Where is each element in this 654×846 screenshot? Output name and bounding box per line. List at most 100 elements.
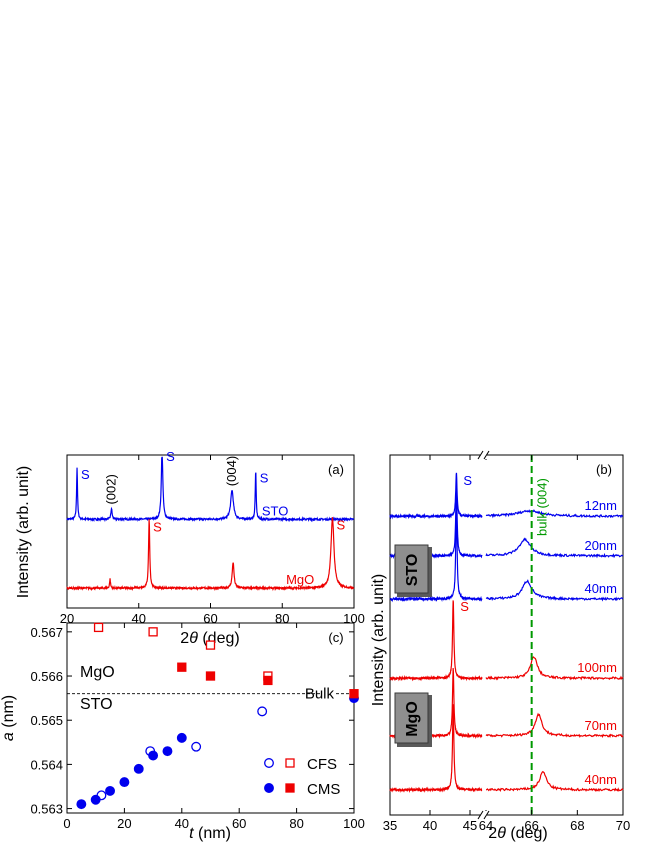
mgo-label: MgO xyxy=(404,701,421,737)
panel-b-xtick-label-0-0: 35 xyxy=(383,818,397,833)
panel-b-frame xyxy=(389,454,624,816)
panel-c-point-cms-sto-2 xyxy=(105,785,116,796)
panel-b-series-label-0: 12nm xyxy=(584,498,617,513)
panel-c-point-cfs-mgo-0 xyxy=(93,622,104,633)
panel-a-annotation-6: S xyxy=(336,518,345,533)
panel-a-xtick-label-4: 100 xyxy=(343,611,365,626)
legend-marker-circle-1 xyxy=(264,783,274,793)
panel-c-point-cms-sto-4 xyxy=(133,763,144,774)
axis-break-mark-b-1 xyxy=(483,810,490,820)
panel-b-xtick-label-0-1: 40 xyxy=(423,818,437,833)
mgo-label-bg xyxy=(394,692,429,744)
panel-a-annotation-4: S xyxy=(260,470,269,485)
panel-b-xtick-label-1-3: 70 xyxy=(616,818,630,833)
panel-b-series-label-2: 40nm xyxy=(584,581,617,596)
bulk-004-label: bulk (004) xyxy=(535,478,550,536)
axis-break-mark-b-0 xyxy=(483,450,490,460)
panel-a-xtick-label-1: 40 xyxy=(132,611,146,626)
axis-break-mark-a-1 xyxy=(477,810,484,820)
legend-marker-square-1 xyxy=(285,783,295,793)
legend-marker-square-0 xyxy=(285,758,295,768)
panel-c-xlabel-unit: (nm) xyxy=(194,825,231,842)
panel-c-point-cms-mgo-1 xyxy=(205,671,216,681)
panel-b-ylabel: Intensity (arb. unit) xyxy=(370,574,387,707)
panel-c-point-cms-sto-3 xyxy=(119,777,130,788)
panel-b-xlabel-prefix: 2 xyxy=(488,825,497,842)
mgo-label-box: MgO xyxy=(394,692,432,747)
panel-c-xlabel: t (nm) xyxy=(189,825,231,842)
panel-c-point-cfs-mgo-1 xyxy=(148,627,158,637)
panel-a-xlabel-theta: θ xyxy=(189,630,198,647)
panel-b-xtick-label-0-2: 45 xyxy=(463,818,477,833)
panel-c-legend: CFS CMS xyxy=(264,756,340,798)
panel-c-point-cfs-sto-3 xyxy=(257,706,268,717)
panel-b-xlabel-suffix: (deg) xyxy=(506,825,548,842)
panel-a-series-mgo xyxy=(66,517,355,592)
panel-b-xtick-label-1-0: 64 xyxy=(479,818,493,833)
panel-b-series-label-5: 40nm xyxy=(584,772,617,787)
panel-a-xtick-label-2: 60 xyxy=(203,611,217,626)
panel-c-ylabel: a (nm) xyxy=(0,695,17,741)
panel-a-xtick-label-0: 20 xyxy=(60,611,74,626)
panel-c-point-cms-sto-7 xyxy=(176,732,187,743)
panel-b-xtick-label-1-2: 68 xyxy=(570,818,584,833)
panel-a-annotation-5: S xyxy=(153,519,162,534)
panel-a-series-sto xyxy=(66,456,355,523)
panel-c-ylabel-unit: (nm) xyxy=(0,695,17,732)
legend-marker-circle-0 xyxy=(264,758,274,768)
panel-c-point-cms-sto-0 xyxy=(76,799,87,810)
panel-c-ytick-label-3: 0.566 xyxy=(30,669,63,684)
legend-label-cms: CMS xyxy=(307,781,340,798)
legend-label-cfs: CFS xyxy=(307,756,337,773)
panel-b-axis-breaks xyxy=(477,450,490,820)
panel-a-ylabel: Intensity (arb. unit) xyxy=(15,466,32,599)
panel-c-points xyxy=(76,622,359,810)
panel-c-xtick-label-2: 40 xyxy=(175,816,189,831)
panel-c-point-cms-sto-1 xyxy=(90,794,101,805)
panel-b-series-label-4: 70nm xyxy=(584,718,617,733)
panel-c-ytick-label-2: 0.565 xyxy=(30,713,63,728)
panel-b-series-label-3: 100nm xyxy=(577,660,617,675)
panel-c-point-cms-sto-5 xyxy=(148,750,159,761)
panel-c-point-cms-mgo-0 xyxy=(177,662,187,672)
panel-c-xtick-label-1: 20 xyxy=(117,816,131,831)
panel-c-ytick-label-0: 0.563 xyxy=(30,802,63,817)
panel-c-xtick-label-0: 0 xyxy=(63,816,70,831)
axis-break-gap-1 xyxy=(481,811,487,819)
panel-b-series-3 xyxy=(389,600,624,682)
bulk-reference-label: Bulk xyxy=(305,686,335,703)
panel-a-annotations: S (002) S (004) S S S xyxy=(81,449,345,534)
panel-c-xtick-label-4: 80 xyxy=(289,816,303,831)
panel-c-label: (c) xyxy=(328,630,343,645)
panel-b-series-2 xyxy=(389,505,624,603)
panel-c-point-cms-sto-6 xyxy=(162,746,173,757)
panel-c-ylabel-var: a xyxy=(0,732,17,741)
sto-label: STO xyxy=(404,554,421,587)
panel-b-bulk-line: bulk (004) xyxy=(530,455,550,815)
panel-a-label: (a) xyxy=(328,462,344,477)
panel-a-annotation-0: S xyxy=(81,467,90,482)
sto-label-box: STO xyxy=(394,544,432,597)
panel-a-xlabel-prefix: 2 xyxy=(180,630,189,647)
panel-a-annotation-2: S xyxy=(166,449,175,464)
axis-break-mark-a-0 xyxy=(477,450,484,460)
panel-c-ytick-label-1: 0.564 xyxy=(30,757,63,772)
panel-b-xlabel: 2θ (deg) xyxy=(488,825,547,842)
panel-c-point-cms-mgo-2 xyxy=(263,675,273,686)
panel-c-frame xyxy=(66,622,355,814)
panel-b-series-5 xyxy=(389,704,624,793)
panel-a-annotation-1: (002) xyxy=(103,474,118,504)
panel-a-annotation-3: (004) xyxy=(224,456,239,486)
panel-a-series-label-sto: STO xyxy=(262,503,289,518)
panel-c-xlabel-var: t xyxy=(189,825,194,842)
panel-c-point-cfs-mgo-2 xyxy=(205,640,216,650)
